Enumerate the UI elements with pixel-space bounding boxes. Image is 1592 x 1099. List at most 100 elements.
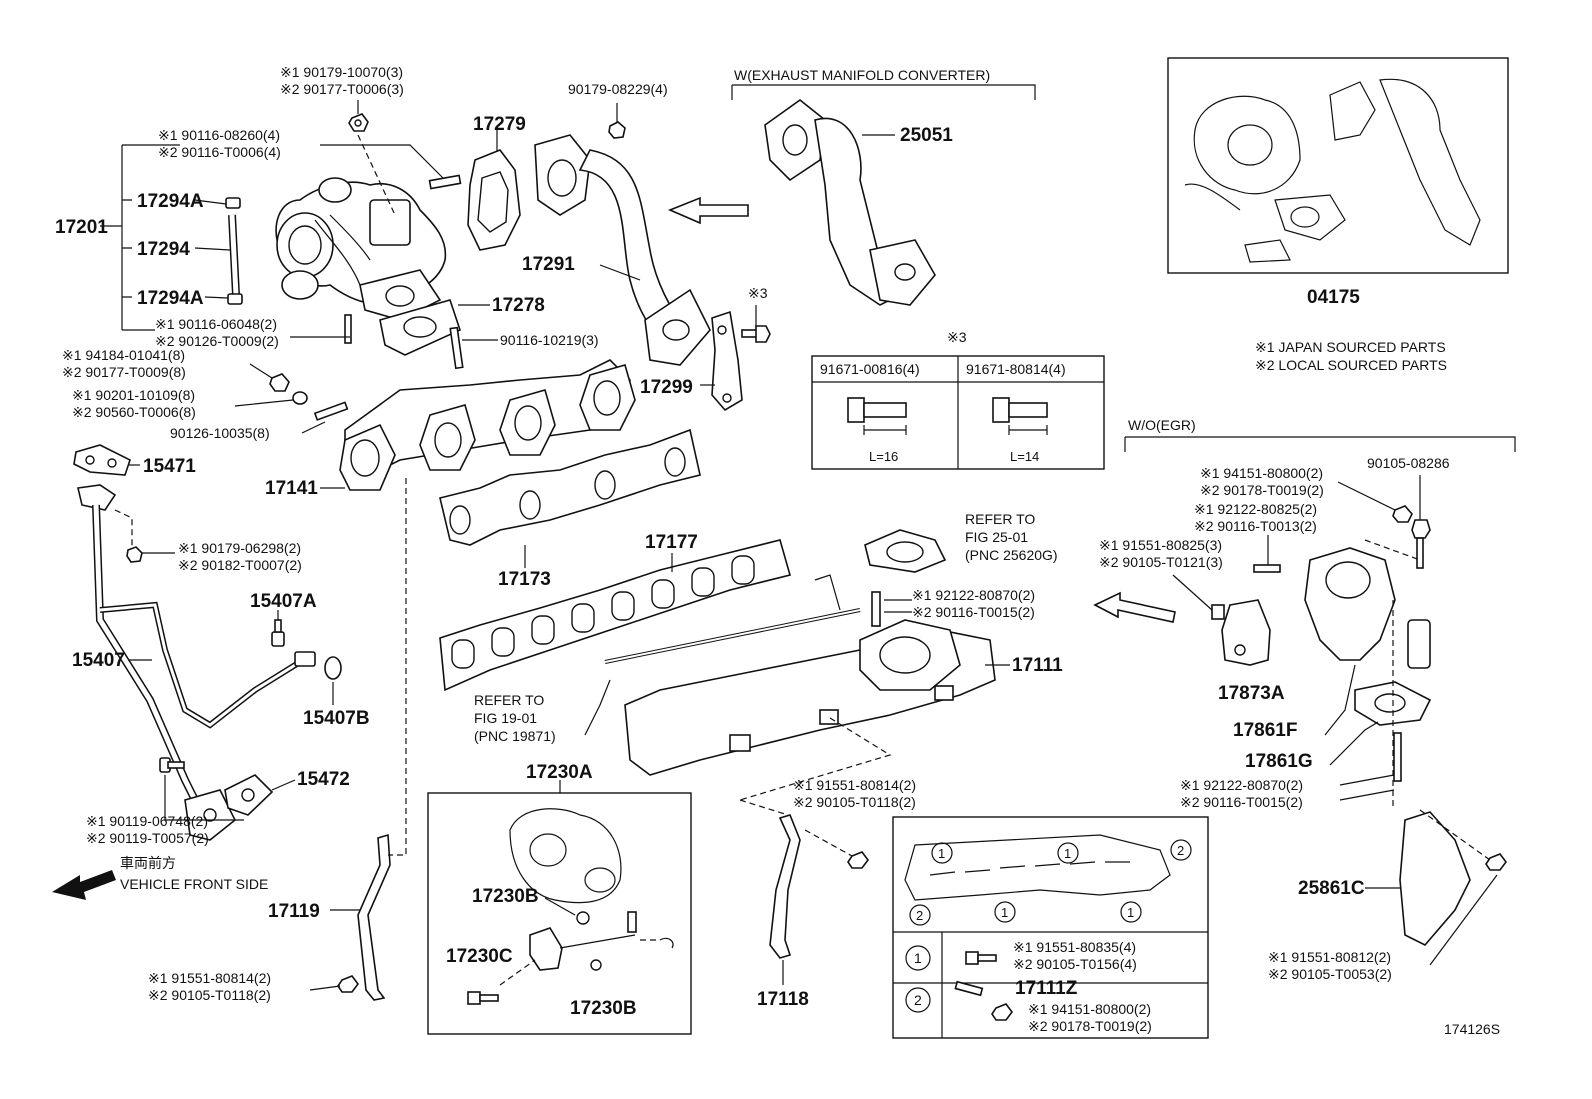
star3-bolt: ※3 xyxy=(748,285,768,301)
stud-b-p1: ※1 90116-06048(2) xyxy=(155,316,277,332)
bolt-v-p1: ※1 90119-06748(2) xyxy=(86,813,208,829)
bolt-a-len: L=16 xyxy=(869,449,898,464)
washer-manifold[interactable] xyxy=(292,391,308,405)
bolt-b-len: L=14 xyxy=(1010,449,1039,464)
label-15407: 15407 xyxy=(72,650,125,671)
nut-manifold[interactable] xyxy=(269,373,290,392)
clip-17294A-bottom[interactable] xyxy=(227,293,243,305)
gasket-17279[interactable] xyxy=(467,149,521,251)
stud-bottom[interactable] xyxy=(344,314,352,344)
nut-top[interactable] xyxy=(348,113,369,132)
bracket-25861C[interactable] xyxy=(1399,811,1471,946)
stud-intake[interactable] xyxy=(871,591,881,627)
nut-17291-p: 90179-08229(4) xyxy=(568,81,668,97)
kit-04175-sketch xyxy=(1184,78,1481,263)
bolt-d-p1: ※1 91551-80814(2) xyxy=(793,777,916,793)
stud-top[interactable] xyxy=(428,174,462,190)
label-17141: 17141 xyxy=(265,478,318,499)
svg-text:1: 1 xyxy=(1064,846,1071,861)
actuator-17230A-sketch xyxy=(467,808,674,1005)
gasket-17278[interactable] xyxy=(379,299,461,356)
exhaust-manifold-17141[interactable] xyxy=(339,359,636,491)
nut-17291[interactable] xyxy=(608,121,626,139)
bolt-row2 xyxy=(954,980,1013,1021)
refer25-l1: REFER TO xyxy=(965,511,1035,527)
label-17291: 17291 xyxy=(522,254,575,275)
nut-pipe[interactable] xyxy=(126,546,143,563)
w-exh-label: W(EXHAUST MANIFOLD CONVERTER) xyxy=(734,67,990,83)
bolt-17118[interactable] xyxy=(847,851,869,869)
label-17111: 17111 xyxy=(1012,655,1063,676)
egr-c-p1: ※1 91551-80825(3) xyxy=(1099,537,1222,553)
hose-17294[interactable] xyxy=(228,214,240,296)
front-en: VEHICLE FRONT SIDE xyxy=(120,876,268,892)
gasket-15472[interactable] xyxy=(224,774,274,816)
bolt-b-p: 91671-80814(4) xyxy=(966,361,1066,377)
hose-17118[interactable] xyxy=(769,814,801,959)
row1-p1: ※1 91551-80835(4) xyxy=(1013,939,1136,955)
nut-top-p2: ※2 90177-T0006(3) xyxy=(280,81,404,97)
stud-e-p2: ※2 90116-T0015(2) xyxy=(1180,794,1303,810)
label-17294: 17294 xyxy=(137,239,190,260)
nut-m-p2: ※2 90177-T0009(8) xyxy=(62,364,186,380)
refer19-l3: (PNC 19871) xyxy=(474,728,556,744)
label-15407B: 15407B xyxy=(303,708,370,729)
text-layer: 17201 17294A 17294 17294A ※1 90179-10070… xyxy=(55,64,1500,1037)
label-25051: 25051 xyxy=(900,125,953,146)
gasket-15471[interactable] xyxy=(73,444,131,476)
stud-m-p: 90126-10035(8) xyxy=(170,425,270,441)
gasket-17177[interactable] xyxy=(439,539,791,692)
nut-egr[interactable] xyxy=(1392,505,1413,523)
bolt-egr[interactable] xyxy=(1211,604,1225,620)
label-17861F: 17861F xyxy=(1233,720,1297,741)
label-17299: 17299 xyxy=(640,377,693,398)
row1-circle-label: 1 xyxy=(914,950,922,966)
bolt-17119[interactable] xyxy=(337,975,359,993)
plug-90105-08286[interactable] xyxy=(1411,519,1431,569)
label-15472: 15472 xyxy=(297,769,350,790)
kit-box-04175[interactable] xyxy=(1167,57,1509,274)
egr-b-p1: ※1 92122-80825(2) xyxy=(1194,501,1317,517)
row1-p2: ※2 90105-T0156(4) xyxy=(1013,956,1137,972)
bolt-table xyxy=(811,355,1105,470)
stud-egr-low[interactable] xyxy=(1393,732,1402,782)
label-17201: 17201 xyxy=(55,217,108,238)
bolt-15407A[interactable] xyxy=(271,619,285,647)
label-17861G: 17861G xyxy=(1245,751,1313,772)
stud-manifold[interactable] xyxy=(313,401,349,421)
gasket-detail-sketch xyxy=(904,834,1171,901)
stud-90116-10219[interactable] xyxy=(449,326,464,370)
label-17294A-top: 17294A xyxy=(137,191,204,212)
label-17230B-bottom: 17230B xyxy=(570,998,637,1019)
front-arrow-icon xyxy=(52,870,116,900)
label-15471: 15471 xyxy=(143,456,196,477)
refer19-l2: FIG 19-01 xyxy=(474,710,537,726)
refer19-l1: REFER TO xyxy=(474,692,544,708)
bolt-25861C[interactable] xyxy=(1485,853,1507,871)
egr-valve-17861F[interactable] xyxy=(1304,547,1431,669)
turbocharger-17201[interactable] xyxy=(275,177,447,321)
label-17177: 17177 xyxy=(645,532,698,553)
label-17279: 17279 xyxy=(473,114,526,135)
rod-17119[interactable] xyxy=(357,833,391,1001)
nut-m-p1: ※1 94184-01041(8) xyxy=(62,347,185,363)
intake-manifold-17111[interactable] xyxy=(624,619,996,776)
bolt-star3[interactable] xyxy=(741,325,771,343)
stud-egr-top[interactable] xyxy=(1253,564,1281,573)
gasket-17173[interactable] xyxy=(439,428,701,546)
bracket-17873A[interactable] xyxy=(1221,599,1271,666)
svg-text:2: 2 xyxy=(916,908,923,923)
bracket-17299[interactable] xyxy=(711,310,743,412)
callout-circle-2 xyxy=(905,839,1192,1013)
bolt-pipe[interactable] xyxy=(159,757,185,773)
plug-15407B[interactable] xyxy=(324,656,342,680)
label-17111Z: 17111Z xyxy=(1015,978,1078,999)
refer25-l3: (PNC 25620G) xyxy=(965,547,1058,563)
converter-25051[interactable] xyxy=(764,98,936,306)
label-17873A: 17873A xyxy=(1218,683,1285,704)
clip-17294A-top[interactable] xyxy=(225,197,241,209)
oil-pipe-15407[interactable] xyxy=(77,484,316,841)
bolt-b-drawing xyxy=(992,397,1048,435)
pipe-17291[interactable] xyxy=(534,134,711,366)
